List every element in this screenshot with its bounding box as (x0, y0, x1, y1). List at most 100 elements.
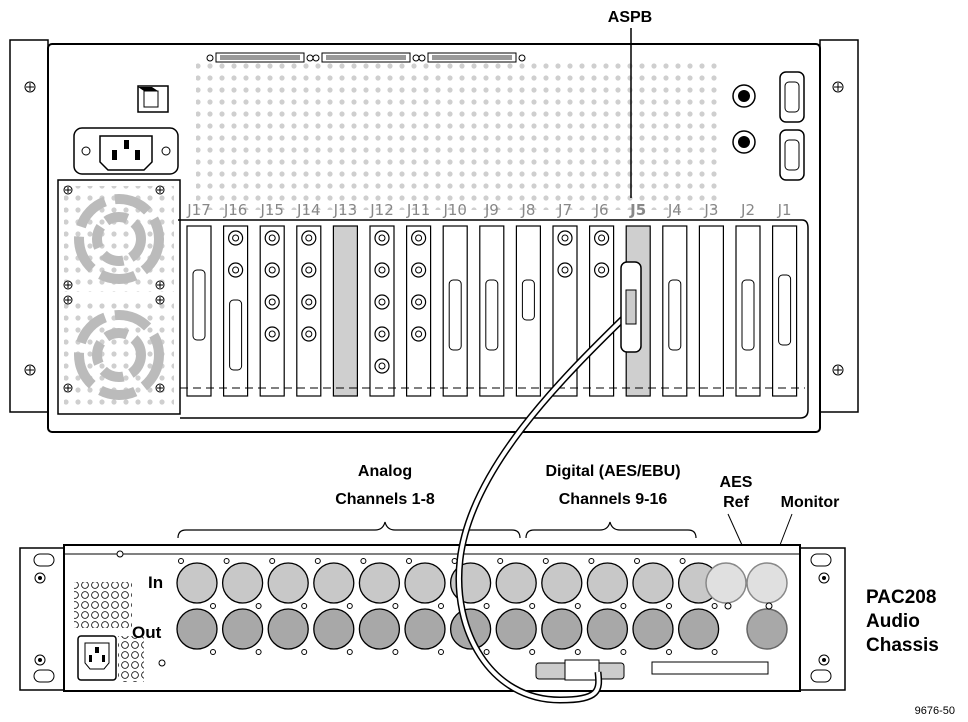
ribbon-connector-icon (206, 52, 526, 63)
screw-icon (301, 649, 308, 655)
figure-number: 9676-50 (915, 705, 955, 717)
screw-icon (711, 603, 718, 609)
screw-icon (679, 558, 686, 564)
slot-label-j11: J11 (406, 201, 431, 219)
slot-label-j15: J15 (259, 201, 284, 219)
chassis-line-2: Audio (866, 611, 920, 632)
screw-icon (438, 603, 444, 609)
xlr-in-connector-icon (176, 562, 218, 604)
slot-label-j9: J9 (484, 201, 499, 219)
aes-title: AES (720, 474, 753, 491)
bnc-center-icon (415, 330, 423, 338)
screw-icon (529, 603, 536, 609)
slot-label-j16: J16 (223, 201, 248, 219)
screw-icon (574, 603, 581, 609)
xlr-in-connector-icon (632, 562, 674, 604)
screw-icon (178, 558, 184, 564)
slot-label-j10: J10 (442, 201, 467, 219)
slot-label-j8: J8 (520, 201, 535, 219)
xlr-in-connector-icon (221, 562, 264, 604)
xlr-out-connector-icon (586, 608, 629, 650)
aes-ref-connector-icon (705, 562, 747, 610)
bnc-center-icon (268, 298, 276, 306)
screw-icon (620, 649, 627, 655)
screw-icon (255, 649, 262, 655)
xlr-in-connector-icon (495, 562, 537, 604)
screw-icon (24, 81, 844, 376)
bnc-center-icon (598, 234, 606, 242)
fan-panel (57, 179, 181, 415)
aes-leader-line (727, 513, 743, 546)
dsub-connector-icon (485, 279, 499, 351)
dsub-connector-icon (521, 279, 535, 321)
xlr-in-connector-icon (313, 562, 355, 604)
slot-label-j6: J6 (594, 201, 609, 219)
slot-card-j11 (406, 225, 432, 397)
bnc-center-icon (305, 234, 313, 242)
vent-grid (74, 582, 132, 628)
slot-card-j12 (369, 225, 395, 397)
slot-label-j5: J5 (629, 201, 646, 219)
bnc-center-icon (305, 266, 313, 274)
xlr-in-connector-icon (358, 562, 401, 604)
slot-label-j4: J4 (667, 201, 682, 219)
screw-icon (529, 649, 536, 655)
slot-card-j6 (588, 225, 615, 397)
slot-card-j13 (332, 225, 358, 397)
screw-icon (438, 649, 444, 655)
screw-icon (666, 649, 672, 655)
screw-icon (634, 558, 640, 564)
cable (455, 309, 633, 704)
right-audio-ear (796, 547, 846, 691)
slot-label-j7: J7 (557, 201, 572, 219)
screw-icon (483, 649, 490, 655)
slot-label-j13: J13 (333, 201, 358, 219)
xlr-out-connector-icon (221, 608, 264, 650)
ps2-port-icon (732, 84, 756, 154)
power-switch-icon (137, 85, 169, 113)
dsub-connector-icon (668, 279, 682, 351)
dsub-connector-icon (741, 279, 755, 351)
bnc-center-icon (561, 266, 569, 274)
xlr-out-connector-icon (176, 608, 218, 650)
xlr-out-connector-icon (541, 608, 583, 650)
db-connector-icon (535, 659, 769, 681)
screw-icon (301, 603, 308, 609)
slot-card-j14 (296, 225, 322, 397)
screw-icon (588, 558, 595, 564)
bnc-center-icon (378, 362, 386, 370)
monitor-leader-line (779, 513, 793, 546)
screw-icon (314, 558, 321, 564)
xlr-out-connector-icon (495, 608, 537, 650)
xlr-out-connector-icon (632, 608, 674, 650)
xlr-out-connector-icon (313, 608, 355, 650)
right-rack-ear (819, 39, 859, 413)
xlr-in-connector-icon (586, 562, 629, 604)
vent-grid (196, 60, 720, 210)
screw-icon (574, 649, 581, 655)
digital-subtitle: Channels 9-16 (559, 491, 668, 508)
left-audio-ear (19, 547, 69, 691)
xlr-in-connector-icon (404, 562, 446, 604)
screw-icon (346, 603, 353, 609)
slot-label-j1: J1 (777, 201, 792, 219)
screw-icon (620, 603, 627, 609)
slot-label-j2: J2 (740, 201, 755, 219)
xlr-out-connector-icon (677, 608, 720, 650)
vent-grid (118, 636, 144, 682)
analog-subtitle: Channels 1-8 (335, 491, 435, 508)
bnc-center-icon (598, 266, 606, 274)
audio-chassis: In Out (19, 544, 846, 692)
left-rack-ear (9, 39, 49, 413)
j5-cable-connector-icon (620, 261, 642, 353)
slot-label-j17: J17 (186, 201, 211, 219)
dsub-connector-icon (778, 274, 792, 346)
analog-title: Analog (358, 463, 412, 480)
slot-card-j17 (186, 225, 212, 397)
screw-icon (223, 558, 230, 564)
bnc-center-icon (232, 266, 240, 274)
bnc-center-icon (268, 234, 276, 242)
slot-card-j7 (552, 225, 578, 397)
bnc-center-icon (268, 266, 276, 274)
